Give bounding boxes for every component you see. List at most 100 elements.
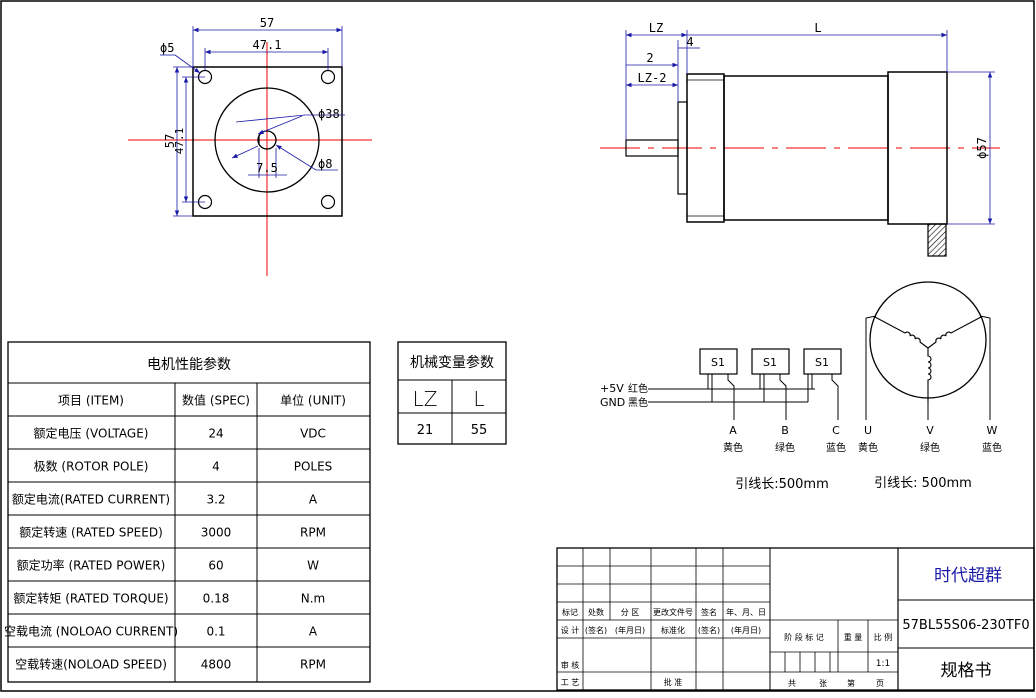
side-view: LZ L 2 4 LZ-2 ϕ57 [600,21,1000,257]
phase-label-w: W [987,424,998,437]
perf-table-cell: 4 [212,460,220,474]
svg-text:张: 张 [819,679,827,688]
company-name: 时代超群 [934,566,1002,586]
perf-table-cell: 0.1 [206,625,225,639]
perf-table-cell: 额定功率 (RATED POWER) [17,558,166,573]
dim-pilot: ϕ38 [318,107,340,121]
perf-table-cell: 极数 (ROTOR POLE) [34,459,149,474]
dim-hole: ϕ5 [160,41,174,55]
phase-color-v: 绿色 [920,441,940,454]
svg-text:共: 共 [788,679,796,688]
hall-sensor [699,348,738,375]
mech-table-title: 机械变量参数 [410,354,494,371]
shaft-circle [257,130,277,150]
svg-text:(年月日): (年月日) [615,625,645,635]
dim-lz2: LZ-2 [638,71,667,85]
perf-table-cell: 3000 [201,526,232,540]
svg-text:分 区: 分 区 [621,608,640,617]
hall-label-c: C [832,424,840,437]
end-cap [887,71,948,225]
pilot-circle [214,87,320,193]
svg-text:标记: 标记 [562,607,578,617]
scale-value: 1:1 [876,659,890,669]
dim-height: 57 [163,134,177,148]
svg-text:批 准: 批 准 [664,677,683,687]
perf-table-header: 单位 (UNIT) [280,393,346,408]
dim-flat: 7.5 [256,161,278,175]
dim-bolt-spacing: 47.1 [253,38,282,52]
power-pos: +5V [600,382,624,395]
svg-text:S1: S1 [711,356,725,369]
perf-table-cell: 60 [208,559,223,573]
svg-text:比 例: 比 例 [874,632,893,642]
svg-text:第: 第 [847,678,855,688]
bolt-hole [320,69,336,85]
dim-shaft: ϕ8 [318,157,332,171]
perf-table-cell: 额定电流(RATED CURRENT) [12,492,170,507]
perf-table-cell: 0.18 [203,592,230,606]
phase-color-w: 蓝色 [982,441,1002,454]
dim-4: 4 [686,35,693,49]
dim-l: L [814,21,821,35]
svg-text:更改文件号: 更改文件号 [653,607,693,617]
cable-gland [927,223,947,257]
svg-text:工 艺: 工 艺 [561,678,580,687]
dim-bolt-spacing-v: 47.1 [173,128,186,155]
svg-text:签名: 签名 [701,607,717,617]
perf-table-cell: 24 [208,427,223,441]
perf-table-header: 项目 (ITEM) [58,394,124,408]
power-pos-color: 红色 [628,382,648,395]
hall-sensor [751,348,790,375]
perf-table-cell: 3.2 [206,493,225,507]
wiring-diagram: S1 S1 S1 +5V 红色 GND 黑色 A B C 黄色 绿色 蓝色 引线… [600,281,1002,492]
hall-color-a: 黄色 [723,441,743,454]
mech-value-lz: 21 [417,423,434,438]
flange-square [192,66,343,217]
svg-text:标准化: 标准化 [661,625,685,635]
perf-table-header: 数值 (SPEC) [182,393,250,408]
perf-table-title: 电机性能参数 [147,356,231,373]
model-number: 57BL55S06-230TF0 [902,618,1029,633]
phase-label-v: V [926,424,934,437]
perf-table-cell: 空载电流 (NOLOAO CURRENT) [4,625,178,639]
power-gnd: GND [600,396,625,409]
svg-text:页: 页 [876,679,884,688]
svg-text:(签名): (签名) [585,625,607,635]
title-block: 标记 处数 分 区 更改文件号 签名 年、月、日 设 计 (签名) (年月日) … [556,547,1035,691]
svg-text:重 量: 重 量 [844,632,863,642]
phase-color-u: 黄色 [858,441,878,454]
perf-table-cell: A [309,625,318,639]
hall-color-b: 绿色 [775,441,795,454]
doc-type: 规格书 [941,661,992,681]
bolt-hole [320,194,336,210]
lead-length-hall: 引线长:500mm [735,477,829,492]
perf-table-cell: 4800 [201,658,232,672]
svg-text:处数: 处数 [588,607,604,617]
svg-text:审 核: 审 核 [561,660,580,670]
hall-label-b: B [781,424,789,437]
hall-sensor [803,348,842,375]
mech-header-lz: LZ [413,387,438,411]
dim-lz: LZ [649,21,663,35]
lead-length-phase: 引线长: 500mm [874,476,972,491]
perf-table-cell: 额定转速 (RATED SPEED) [19,525,163,540]
svg-text:(年月日): (年月日) [731,625,761,635]
perf-table-cell: 空载转速(NOLOAD SPEED) [15,657,167,672]
hall-label-a: A [729,424,737,437]
dim-width: 57 [260,16,274,30]
perf-table-cell: RPM [300,658,326,672]
perf-table-cell: POLES [294,460,333,474]
mech-value-l: 55 [471,423,488,438]
mech-table: 机械变量参数 LZ L 21 55 [397,341,507,445]
perf-table: 电机性能参数 项目 (ITEM)数值 (SPEC)单位 (UNIT)额定电压 (… [4,341,371,683]
dim-dia: ϕ57 [975,137,989,159]
power-gnd-color: 黑色 [628,396,648,409]
svg-text:S1: S1 [763,356,777,369]
perf-table-cell: W [307,559,319,573]
perf-table-cell: N.m [301,592,325,606]
hall-color-c: 蓝色 [826,441,846,454]
svg-text:(签名): (签名) [698,625,720,635]
mech-header-l: L [473,387,484,411]
